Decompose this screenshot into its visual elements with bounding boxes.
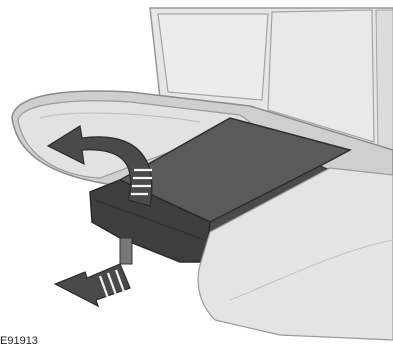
straight-arrow-icon xyxy=(55,264,130,306)
figure-id-label: E91913 xyxy=(0,335,38,347)
